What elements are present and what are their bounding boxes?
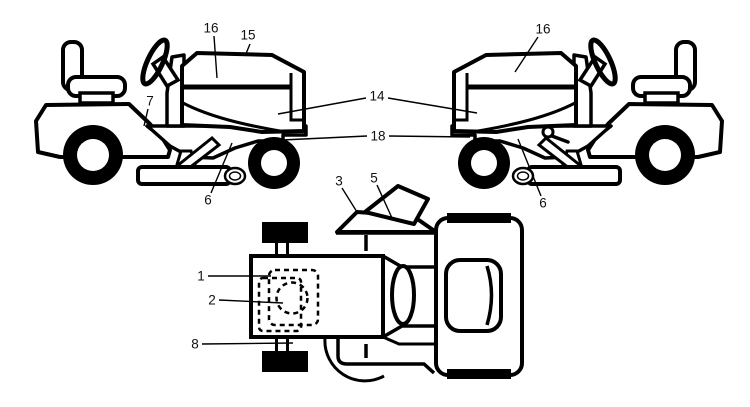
- knob-circle: [541, 125, 555, 139]
- body-bottom-edge: [382, 335, 434, 346]
- tractor-right-side-view: [452, 37, 722, 189]
- callout-label-5: 5: [370, 171, 378, 186]
- callout-label-3: 3: [335, 174, 343, 189]
- callout-leader-16: [213, 35, 218, 79]
- tractor-top-view: [249, 184, 524, 383]
- callout-leader-8: [201, 342, 294, 345]
- callout-leader-14: [387, 97, 478, 114]
- top-steering-wheel: [390, 264, 416, 326]
- callout-leader-6: [210, 142, 233, 194]
- callout-label-15: 15: [240, 28, 255, 43]
- neck-top-line: [382, 254, 435, 269]
- callout-label-16: 16: [535, 22, 550, 37]
- discharge-chute: [363, 184, 430, 226]
- callout-label-16: 16: [203, 21, 218, 36]
- top-rear-wheel-lower: [447, 369, 511, 379]
- callout-layer: 16 15 7 6 16 6 14 18 3 5 12 8: [143, 21, 551, 352]
- knob-handle: [550, 134, 570, 144]
- tractor-left-side-view: [36, 37, 306, 189]
- top-front-wheel-upper: [262, 222, 308, 243]
- callout-label-6: 6: [539, 196, 547, 211]
- deck-arc: [323, 337, 385, 383]
- callout-leader-7: [143, 108, 149, 127]
- callout-label-2: 2: [208, 293, 216, 308]
- top-seat: [444, 258, 503, 333]
- callout-label-18: 18: [370, 129, 385, 144]
- callout-label-8: 8: [191, 337, 199, 352]
- top-rear-wheel-upper: [447, 213, 511, 223]
- callout-leader-6: [517, 138, 542, 197]
- decal-dashed-circle: [275, 281, 309, 315]
- callout-label-1: 1: [197, 269, 205, 284]
- top-seat-back-curve: [485, 265, 494, 326]
- callout-leader-15: [244, 43, 251, 57]
- callout-leader-3: [341, 187, 358, 213]
- callout-leader-16: [514, 36, 539, 73]
- footrest-outline: [336, 338, 436, 375]
- callout-label-7: 7: [146, 94, 154, 109]
- callout-leader-14: [277, 97, 367, 115]
- callout-leader-18: [388, 135, 471, 138]
- top-front-wheel-lower: [262, 351, 308, 372]
- ignition-knob: [541, 125, 570, 144]
- callout-label-6: 6: [204, 193, 212, 208]
- callout-leader-18: [281, 135, 368, 141]
- neck-bottom-line: [382, 324, 435, 339]
- callout-label-14: 14: [369, 89, 385, 104]
- decal-dashed-rect-outer: [267, 268, 320, 327]
- decal-dashed-rect-offset: [257, 276, 303, 333]
- callout-leader-2: [218, 299, 284, 304]
- callout-leader-5: [376, 184, 393, 219]
